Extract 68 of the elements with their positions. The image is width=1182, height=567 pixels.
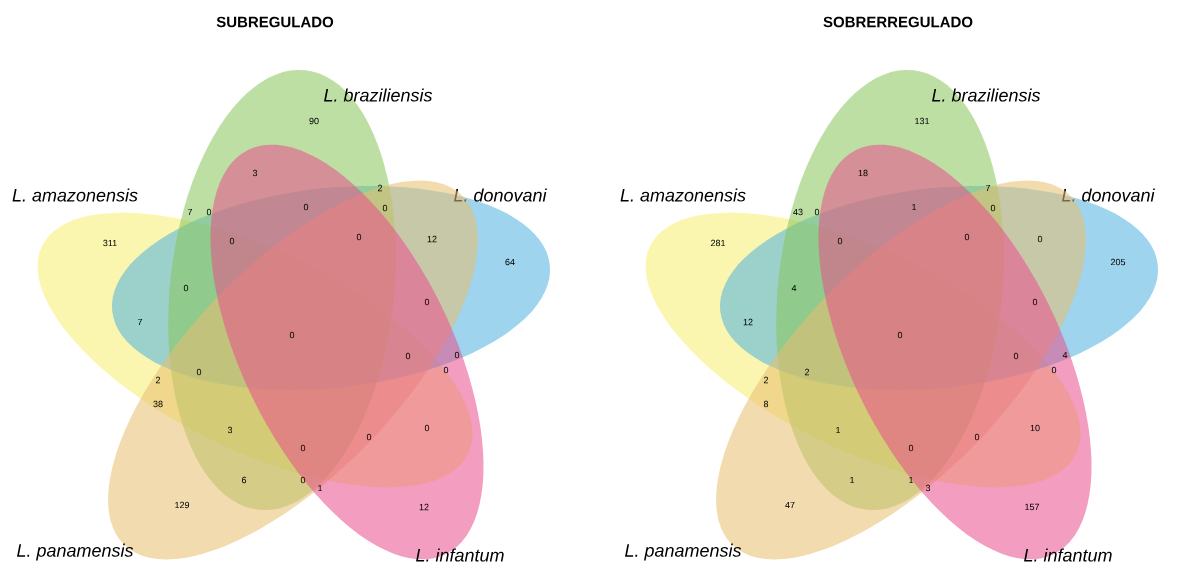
region-count: 2	[763, 376, 769, 384]
region-count: 0	[1051, 366, 1057, 374]
region-count: 0	[183, 284, 189, 292]
region-count: 12	[427, 235, 437, 243]
region-count: 0	[424, 424, 430, 432]
region-count: 90	[309, 117, 319, 125]
region-count: 7	[985, 184, 991, 192]
panel-title: SOBRERREGULADO	[823, 16, 973, 28]
region-count: 0	[964, 233, 970, 241]
region-count: 3	[925, 484, 931, 492]
node-label: L. panamensis	[17, 543, 134, 561]
region-count: 0	[1013, 352, 1019, 360]
region-count: 1	[850, 476, 855, 484]
region-count: 2	[804, 368, 810, 376]
region-count: 7	[137, 318, 143, 326]
region-count: 0	[405, 352, 411, 360]
region-count: 4	[791, 284, 797, 292]
region-count: 0	[196, 368, 202, 376]
region-count: 0	[814, 208, 820, 216]
region-count: 0	[443, 366, 449, 374]
panel-title: SUBREGULADO	[216, 16, 334, 28]
region-count: 2	[377, 184, 383, 192]
region-count: 0	[837, 237, 843, 245]
region-count: 3	[252, 169, 258, 177]
region-count: 131	[915, 117, 930, 125]
region-count: 12	[419, 503, 429, 511]
region-count: 3	[227, 426, 233, 434]
region-count: 0	[366, 433, 372, 441]
region-count: 10	[1030, 424, 1040, 432]
region-count: 18	[858, 169, 868, 177]
region-count: 0	[908, 444, 914, 452]
region-count: 0	[424, 298, 430, 306]
region-count: 47	[785, 501, 795, 509]
region-count: 0	[300, 444, 306, 452]
region-count: 0	[229, 237, 235, 245]
region-count: 0	[1032, 298, 1038, 306]
node-label: L. panamensis	[625, 543, 742, 561]
region-count: 1	[836, 426, 841, 434]
region-count: 0	[289, 331, 295, 339]
region-count: 2	[155, 376, 161, 384]
region-count: 8	[763, 400, 769, 408]
region-count: 0	[303, 203, 309, 211]
region-count: 0	[356, 233, 362, 241]
region-count: 0	[990, 204, 996, 212]
node-label: L. amazonensis	[12, 188, 138, 202]
node-label: L. amazonensis	[620, 188, 746, 202]
region-count: 64	[505, 258, 515, 266]
region-count: 0	[1037, 235, 1043, 243]
region-count: 129	[175, 501, 190, 509]
region-count: 0	[206, 208, 212, 216]
region-count: 0	[974, 433, 980, 441]
region-count: 4	[1062, 351, 1068, 359]
region-count: 1	[318, 484, 323, 492]
region-count: 38	[153, 400, 163, 408]
region-count: 157	[1025, 503, 1040, 511]
region-count: 6	[241, 476, 247, 484]
region-count: 43	[793, 208, 803, 216]
region-count: 0	[454, 351, 460, 359]
region-count: 0	[300, 476, 306, 484]
region-count: 0	[897, 331, 903, 339]
region-count: 281	[710, 239, 726, 247]
region-count: 12	[743, 318, 753, 326]
region-count: 7	[187, 208, 193, 216]
region-count: 1	[909, 476, 914, 484]
region-count: 1	[912, 203, 917, 211]
region-count: 311	[103, 239, 117, 247]
region-count: 205	[1110, 258, 1126, 266]
region-count: 0	[382, 204, 388, 212]
